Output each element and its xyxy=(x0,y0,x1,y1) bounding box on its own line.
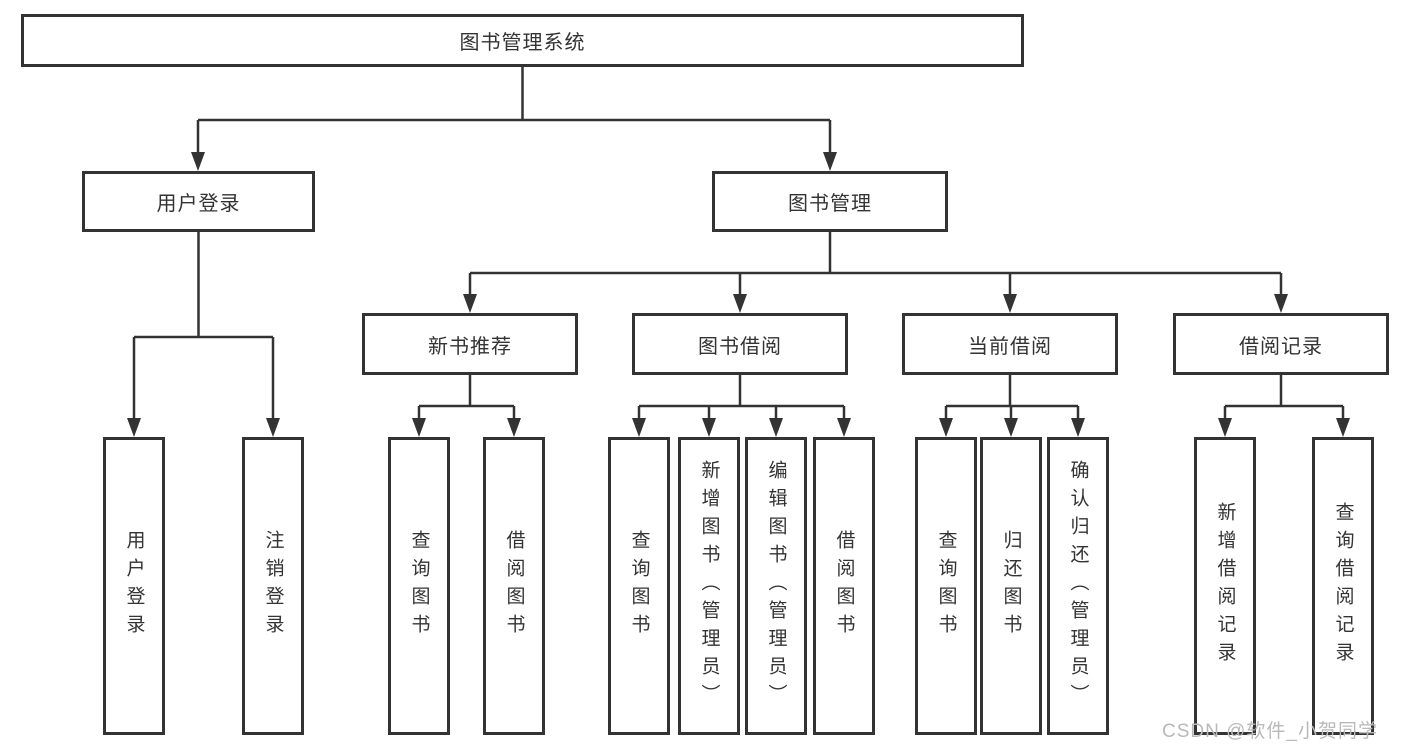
leaf-user-login-label: 用户登录 xyxy=(123,530,145,642)
node-root-system: 图书管理系统 xyxy=(21,14,1024,67)
node-book-management-label: 图书管理 xyxy=(788,193,872,215)
csdn-watermark: CSDN @软件_小贺同学 xyxy=(1162,721,1378,742)
node-new-book-recommend: 新书推荐 xyxy=(362,313,578,375)
leaf-query-books-current: 查询图书 xyxy=(915,437,977,735)
leaf-borrow-books-recommend-label: 借阅图书 xyxy=(503,530,525,642)
leaf-add-borrow-record-label: 新增借阅记录 xyxy=(1214,502,1236,670)
leaf-logout: 注销登录 xyxy=(242,437,304,735)
node-current-borrowing-label: 当前借阅 xyxy=(968,335,1052,358)
leaf-confirm-return-admin: 确认归还（管理员） xyxy=(1047,437,1109,735)
leaf-add-borrow-record: 新增借阅记录 xyxy=(1194,437,1256,735)
leaf-confirm-return-admin-label: 确认归还（管理员） xyxy=(1067,460,1089,712)
node-book-borrowing: 图书借阅 xyxy=(632,313,848,375)
leaf-borrow-books: 借阅图书 xyxy=(813,437,875,735)
leaf-query-books-recommend: 查询图书 xyxy=(388,437,450,735)
node-user-login: 用户登录 xyxy=(82,171,315,232)
node-root-label: 图书管理系统 xyxy=(459,32,586,54)
leaf-query-books-borrowing-label: 查询图书 xyxy=(628,530,650,642)
node-current-borrowing: 当前借阅 xyxy=(902,313,1118,375)
leaf-edit-books-admin-label: 编辑图书（管理员） xyxy=(765,460,787,712)
arrowhead-icons xyxy=(127,152,1350,437)
node-book-management: 图书管理 xyxy=(712,171,948,232)
leaf-edit-books-admin: 编辑图书（管理员） xyxy=(745,437,807,735)
leaf-query-books-borrowing: 查询图书 xyxy=(608,437,670,735)
leaf-borrow-books-label: 借阅图书 xyxy=(833,530,855,642)
leaf-logout-label: 注销登录 xyxy=(262,530,284,642)
leaf-return-books: 归还图书 xyxy=(980,437,1042,735)
leaf-add-books-admin: 新增图书（管理员） xyxy=(678,437,740,735)
leaf-query-books-current-label: 查询图书 xyxy=(935,530,957,642)
leaf-add-books-admin-label: 新增图书（管理员） xyxy=(698,460,720,712)
leaf-user-login: 用户登录 xyxy=(103,437,165,735)
leaf-return-books-label: 归还图书 xyxy=(1000,530,1022,642)
leaf-query-books-recommend-label: 查询图书 xyxy=(408,530,430,642)
leaf-query-borrow-record-label: 查询借阅记录 xyxy=(1332,502,1354,670)
node-book-borrowing-label: 图书借阅 xyxy=(698,335,782,358)
node-borrow-records: 借阅记录 xyxy=(1173,313,1389,375)
leaf-borrow-books-recommend: 借阅图书 xyxy=(483,437,545,735)
node-user-login-label: 用户登录 xyxy=(156,193,241,215)
node-borrow-records-label: 借阅记录 xyxy=(1239,335,1323,358)
leaf-query-borrow-record: 查询借阅记录 xyxy=(1312,437,1374,735)
node-new-book-recommend-label: 新书推荐 xyxy=(428,335,512,358)
